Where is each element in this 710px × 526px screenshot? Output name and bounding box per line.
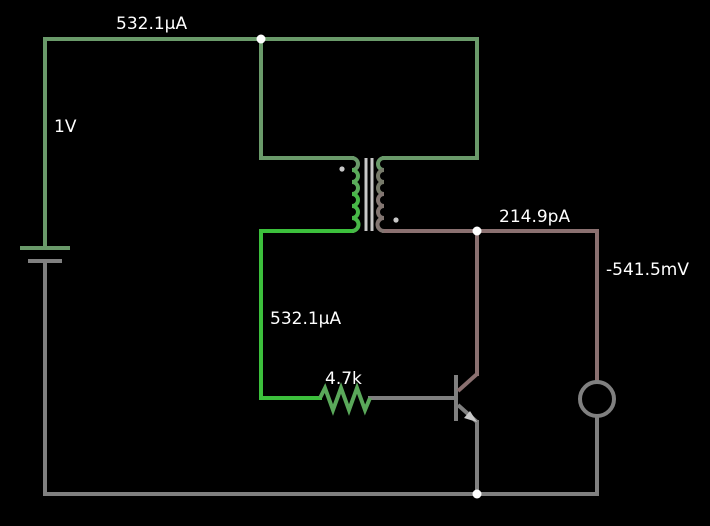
node-collector [472, 226, 482, 236]
wire-ground [43, 260, 599, 496]
label-meter-voltage: -541.5mV [606, 260, 689, 280]
node-top [256, 34, 266, 44]
wire-collector [382, 229, 599, 382]
label-base-current: 532.1µA [270, 309, 341, 329]
wire-secondary-base [259, 229, 354, 400]
label-battery-voltage: 1V [54, 117, 77, 137]
resistor-icon [318, 382, 372, 416]
wire-top-left [43, 37, 479, 250]
label-collector-current: 214.9pA [499, 207, 570, 227]
node-ground [472, 489, 482, 499]
label-resistor-value: 4.7k [325, 369, 362, 389]
wire-primary-left [259, 37, 354, 160]
voltmeter-icon [578, 380, 616, 418]
label-top-current: 532.1µA [116, 14, 187, 34]
battery-icon [20, 246, 70, 263]
transformer-icon [339, 156, 399, 233]
npn-transistor-icon [454, 372, 479, 424]
